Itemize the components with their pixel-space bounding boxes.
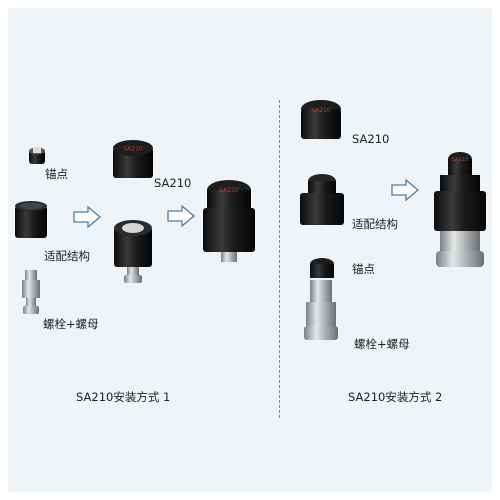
sa210-device: SA210 [301, 100, 341, 139]
anchor-part [310, 258, 334, 278]
sa210-device: SA210 [113, 140, 153, 178]
label-adapter-left: 适配结构 [44, 249, 90, 263]
arrow-right-icon [167, 204, 196, 228]
label-bolt-nut-right: 螺栓+螺母 [354, 337, 410, 351]
adapter-part [300, 174, 344, 225]
full-assembly: SA210 [434, 152, 486, 267]
bolt-nut-part [304, 280, 338, 340]
illustration-canvas: SA210 SA210 SA210 [15, 100, 486, 340]
figure-panel: SA210 SA210 SA210 [8, 8, 492, 492]
label-sa210-left: SA210 [154, 176, 192, 190]
anchor-adapter-assembly [114, 220, 152, 283]
label-sa210-right: SA210 [352, 132, 390, 146]
anchor-part [29, 147, 45, 164]
device-text: SA210 [311, 107, 331, 114]
label-anchor-right: 锚点 [352, 262, 375, 276]
label-anchor-left: 锚点 [45, 167, 68, 181]
device-text: SA210 [123, 146, 143, 153]
arrow-right-icon [73, 205, 102, 229]
adapter-part [15, 201, 47, 238]
label-adapter-right: 适配结构 [352, 217, 398, 231]
caption-method-1: SA210安装方式 1 [76, 390, 171, 404]
full-assembly: SA210 [203, 180, 255, 262]
device-text: SA210 [219, 187, 239, 194]
section-divider [279, 100, 280, 418]
caption-method-2: SA210安装方式 2 [348, 390, 443, 404]
bolt-nut-part [22, 270, 40, 314]
label-bolt-nut-left: 螺栓+螺母 [43, 317, 99, 331]
device-text: SA210 [452, 157, 468, 163]
arrow-right-icon [391, 178, 420, 202]
